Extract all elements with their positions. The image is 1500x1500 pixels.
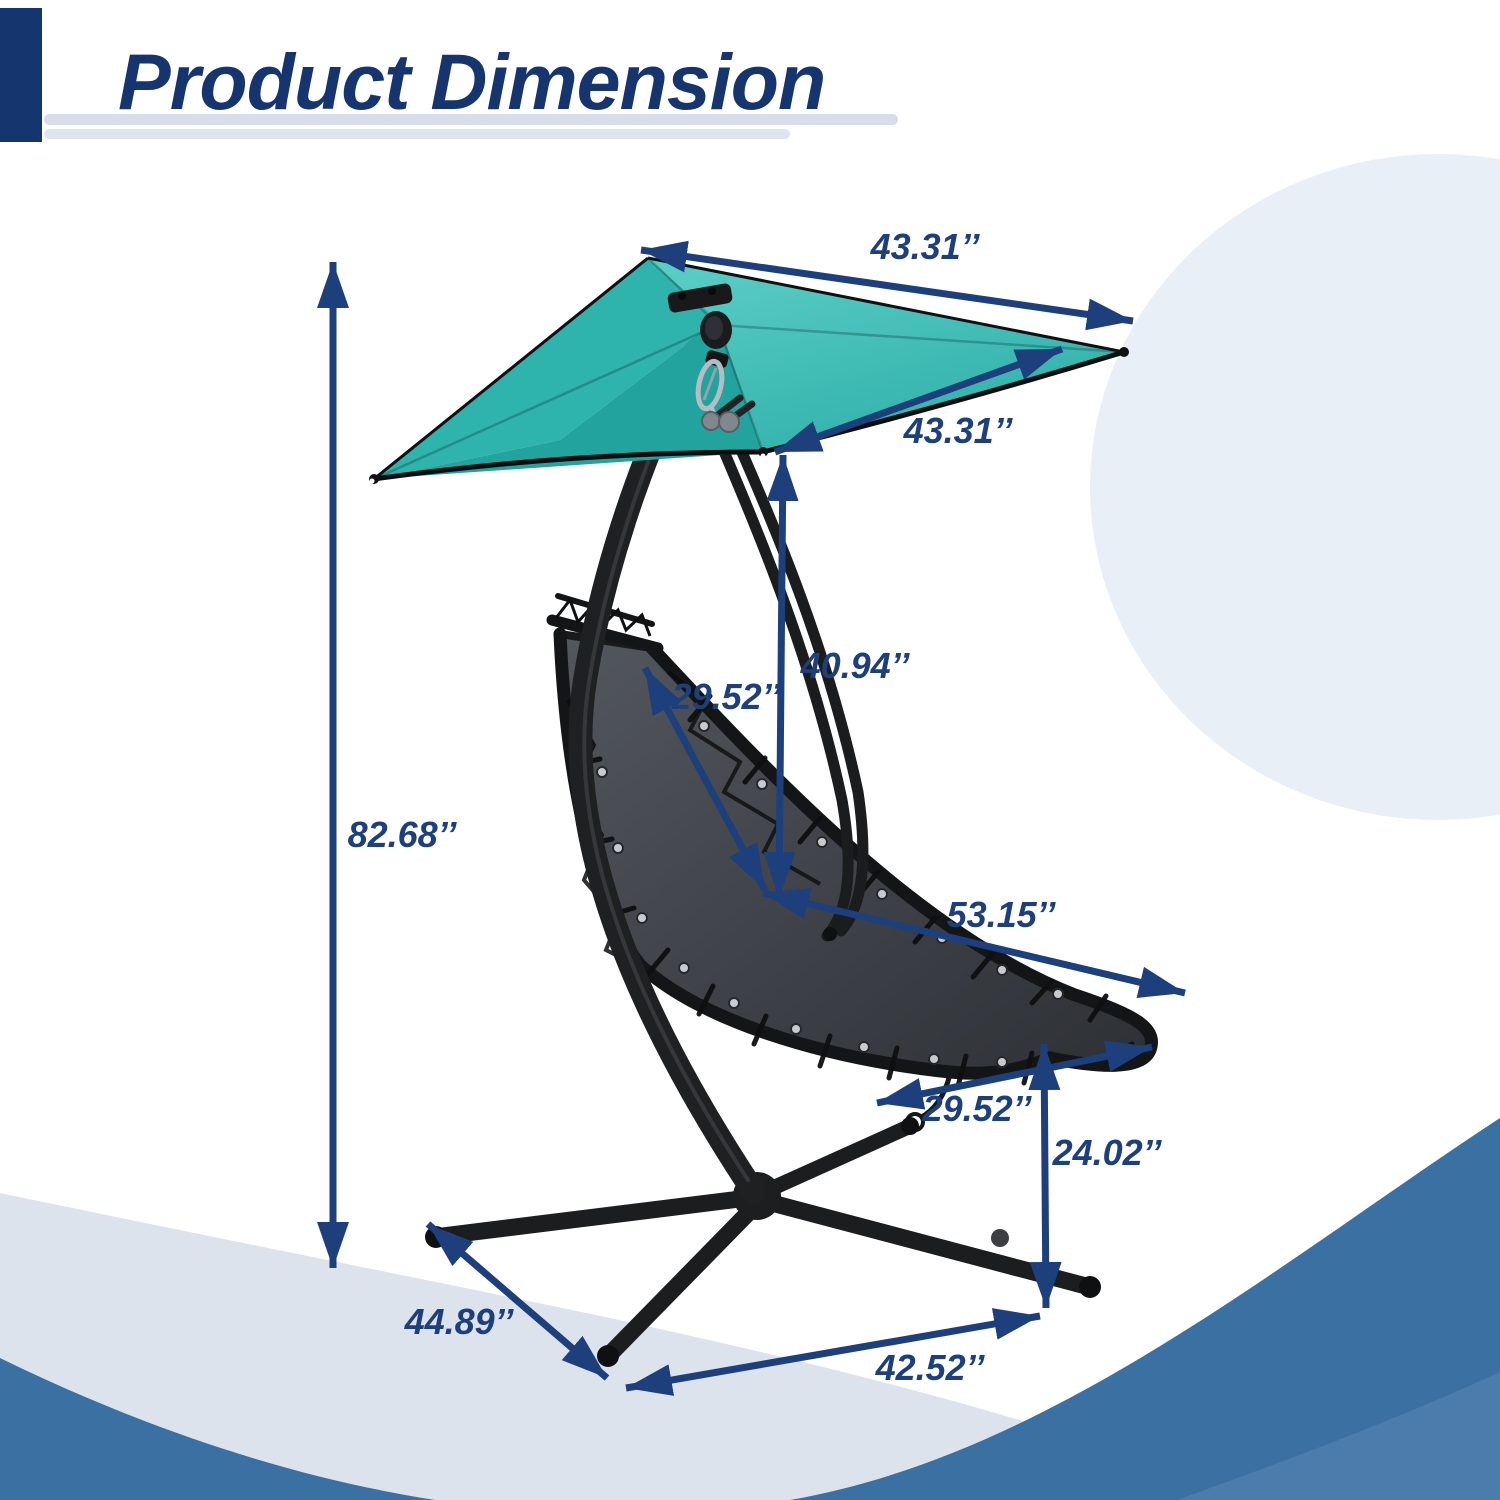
dim-seat-height-arrow (1028, 1043, 1062, 1309)
canopy-clamp-bolt-1 (678, 292, 686, 300)
header-underline-1 (44, 114, 898, 125)
dim-base-leg-span-label: 44.89’’ (404, 1301, 515, 1342)
canopy-panel-left (374, 258, 718, 479)
canopy (369, 256, 1129, 484)
canopy-hub-inner (705, 316, 723, 340)
dim-seat-height: 24.02’’ (1028, 1043, 1163, 1309)
canopy-tip-right (1119, 347, 1129, 357)
page-title: Product Dimension (118, 37, 826, 126)
carabiner-icon (695, 358, 725, 412)
dim-base-width-arrow (625, 1308, 1041, 1396)
dim-bed-width-label: 29.52’’ (922, 1088, 1033, 1129)
dim-bed-length-label: 53.15’’ (947, 894, 1057, 935)
base-leg-left (433, 1189, 757, 1245)
base-leg-back (756, 1120, 914, 1200)
canopy-clamp-bolt-2 (708, 287, 716, 295)
dim-overall-height-label: 82.68’’ (348, 814, 458, 855)
canopy-trim-back-left (373, 256, 649, 481)
dim-canopy-to-seat: 40.94’’ (763, 454, 911, 899)
base-leg-right-joint (991, 1229, 1009, 1247)
dim-canopy-width-arrow (640, 240, 1134, 331)
dim-backrest-length: 29.52’’ (641, 666, 782, 892)
dim-bed-width-arrow (876, 1040, 1153, 1110)
dim-base-width-label: 42.52’’ (875, 1347, 986, 1388)
hanging-chaise-lounge-illustration (369, 256, 1158, 1367)
dim-base-leg-span-arrow (425, 1221, 610, 1381)
base-foot-right (1079, 1276, 1101, 1298)
dim-canopy-to-seat-label: 40.94’’ (800, 645, 911, 686)
dim-canopy-depth-arrow (773, 345, 1064, 456)
dim-canopy-width-label: 43.31’’ (870, 226, 981, 267)
hanger-ball-1 (701, 411, 721, 431)
hanger-ball-2 (718, 411, 740, 433)
header-accent-bar (0, 8, 42, 142)
base-foot-front (597, 1345, 619, 1367)
base-leg-front (603, 1195, 766, 1361)
canopy-trim-front-left (373, 449, 764, 482)
base-foot-back (901, 1117, 919, 1135)
decor-wave-blue-light (1176, 1372, 1500, 1500)
dim-canopy-depth: 43.31’’ (773, 345, 1064, 456)
decor-wave-blue (0, 1118, 1500, 1500)
header-underline-2 (44, 129, 790, 139)
canopy-tip-front (758, 447, 768, 457)
dim-backrest-length-label: 29.52’’ (671, 676, 782, 717)
dim-canopy-to-seat-arrow (763, 454, 799, 899)
canopy-underside (374, 320, 763, 479)
dim-overall-height: 82.68’’ (317, 262, 458, 1268)
dim-bed-length-arrow (762, 888, 1186, 998)
dim-canopy-width: 43.31’’ (640, 226, 1134, 331)
dim-bed-width: 29.52’’ (876, 1040, 1153, 1129)
decor-circle (1090, 154, 1500, 820)
dim-backrest-length-arrow (641, 666, 769, 892)
dim-canopy-depth-label: 43.31’’ (903, 410, 1014, 451)
dim-seat-height-label: 24.02’’ (1052, 1132, 1163, 1173)
dim-bed-length: 53.15’’ (762, 888, 1186, 998)
hanger-arm-endcap (823, 927, 837, 941)
dim-base-width: 42.52’’ (625, 1308, 1041, 1396)
dim-base-leg-span: 44.89’’ (404, 1221, 610, 1381)
base-leg-right (759, 1193, 1095, 1295)
dimension-annotations: 82.68’’ 43.31’’ 43.31’’ 40.94’’ 29.52’’ (317, 226, 1186, 1396)
canopy-tip-left-pin (369, 478, 375, 484)
carabiner-gate (702, 367, 718, 401)
canopy-tip-front-pin (760, 453, 766, 459)
